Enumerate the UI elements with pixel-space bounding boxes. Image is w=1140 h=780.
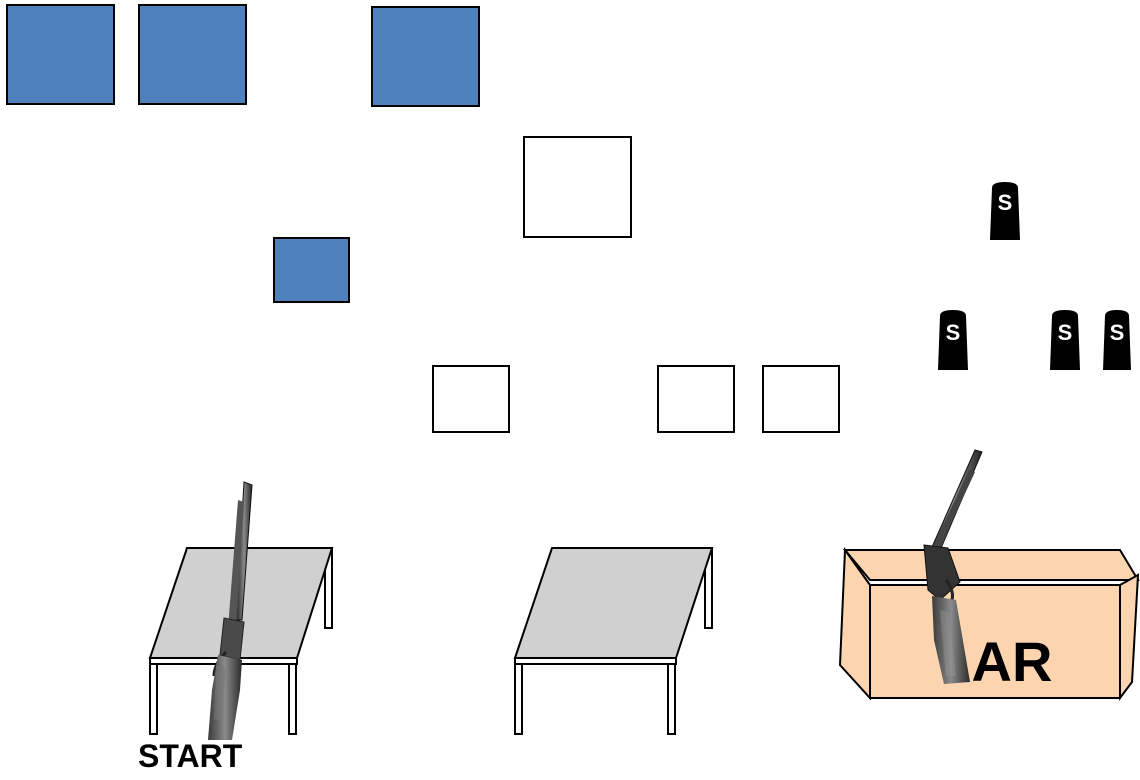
box-label: AR (972, 630, 1053, 693)
money-bag-letter: S (1058, 320, 1073, 345)
target-4[interactable] (524, 137, 631, 237)
targets-group (7, 5, 839, 432)
money-bag-letter: S (946, 320, 961, 345)
money-bag-icon[interactable]: S (1050, 310, 1080, 370)
table-icon (515, 548, 712, 734)
target-3[interactable] (372, 7, 479, 106)
money-bag-letter: S (998, 190, 1013, 215)
money-bags-group: S S S S (938, 182, 1131, 370)
box-ar[interactable]: AR (840, 450, 1138, 698)
start-label: START (138, 736, 242, 776)
money-bag-icon[interactable]: S (938, 310, 968, 370)
target-7[interactable] (658, 366, 734, 432)
target-6[interactable] (433, 366, 509, 432)
target-1[interactable] (7, 5, 114, 104)
money-bag-icon[interactable]: S (1103, 310, 1131, 370)
target-5[interactable] (274, 238, 349, 302)
target-2[interactable] (139, 5, 246, 104)
money-bag-letter: S (1110, 320, 1125, 345)
target-8[interactable] (763, 366, 839, 432)
table-middle[interactable] (515, 548, 712, 734)
box-icon: AR (840, 550, 1138, 698)
table-start[interactable] (150, 482, 332, 740)
money-bag-icon[interactable]: S (990, 182, 1020, 240)
